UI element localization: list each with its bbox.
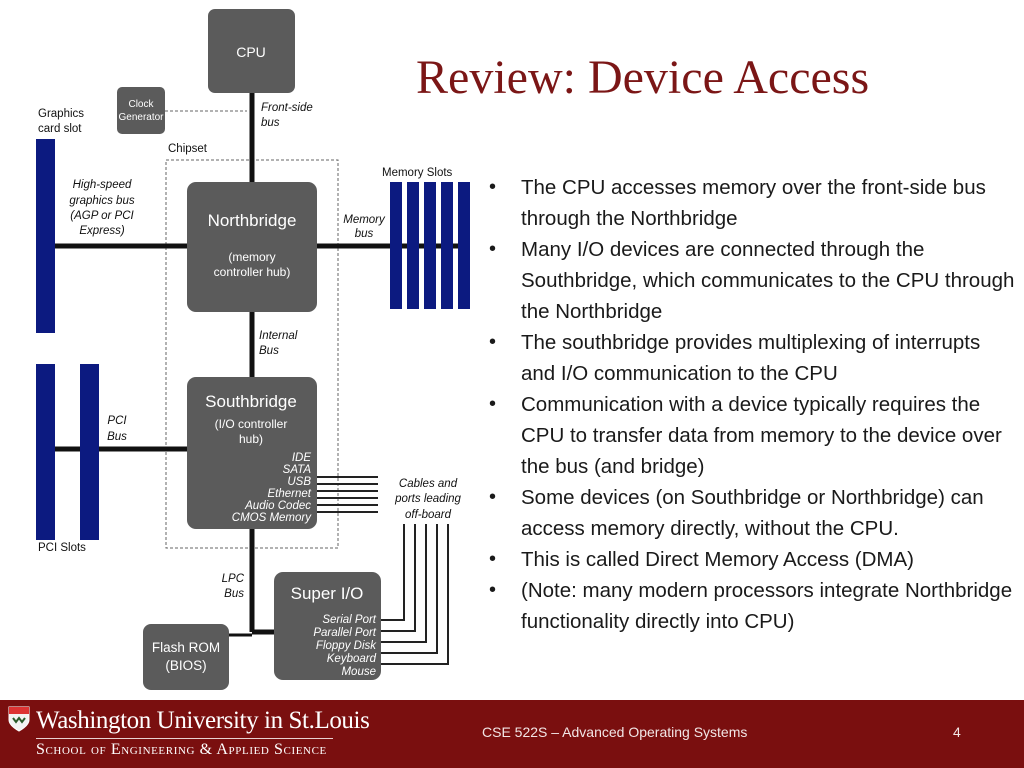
front-side-bus-label: Front-side	[261, 102, 313, 114]
port-label: Floppy Disk	[316, 640, 377, 652]
southbridge-label: Southbridge	[205, 392, 297, 411]
cpu-box	[208, 9, 295, 93]
southbridge-cables	[316, 476, 378, 513]
port-label: Parallel Port	[313, 627, 376, 639]
port-label: Keyboard	[327, 653, 377, 665]
pci-bus-label: Bus	[107, 431, 127, 443]
southbridge-sublabel: (I/O controller	[215, 417, 288, 431]
pci-slot	[80, 364, 99, 540]
memory-bus-label: bus	[355, 228, 374, 240]
internal-bus-label: Bus	[259, 345, 279, 357]
port-label: CMOS Memory	[232, 512, 312, 524]
bullet-item: Communication with a device typically re…	[487, 389, 1017, 482]
flash-rom-label: (BIOS)	[165, 658, 206, 673]
pci-slots-label: PCI Slots	[38, 542, 86, 554]
port-label: Mouse	[341, 666, 376, 678]
northbridge-sublabel: controller hub)	[214, 265, 291, 279]
pci-slot	[36, 364, 55, 540]
port-label: Audio Codec	[244, 500, 311, 512]
port-label: Serial Port	[322, 614, 376, 626]
course-name: CSE 522S – Advanced Operating Systems	[482, 724, 748, 740]
bullet-item: The southbridge provides multiplexing of…	[487, 327, 1017, 389]
northbridge-label: Northbridge	[208, 211, 297, 230]
flash-rom-box	[143, 624, 229, 690]
bullet-item: Some devices (on Southbridge or Northbri…	[487, 482, 1017, 544]
northbridge-sublabel: (memory	[228, 250, 275, 264]
cables-label: Cables and	[399, 478, 458, 490]
cpu-label: CPU	[236, 44, 266, 60]
northbridge-box	[187, 182, 317, 312]
graphics-slot-label: card slot	[38, 123, 82, 135]
graphics-card-slot	[36, 139, 55, 333]
bullet-item: The CPU accesses memory over the front-s…	[487, 172, 1017, 234]
chipset-diagram: CPU Clock Generator Northbridge (memory …	[36, 9, 470, 690]
bullet-list: The CPU accesses memory over the front-s…	[487, 172, 1017, 637]
memory-slots	[390, 182, 470, 309]
port-label: SATA	[283, 464, 312, 476]
memory-slots-label: Memory Slots	[382, 167, 453, 179]
chipset-label: Chipset	[168, 143, 208, 155]
port-label: IDE	[292, 452, 312, 464]
port-label: USB	[287, 476, 311, 488]
southbridge-sublabel: hub)	[239, 432, 263, 446]
graphics-bus-label: graphics bus	[69, 195, 134, 207]
bullet-item: (Note: many modern processors integrate …	[487, 575, 1017, 637]
internal-bus-label: Internal	[259, 330, 298, 342]
lpc-bus-label: Bus	[224, 588, 244, 600]
cables-label: off-board	[405, 509, 452, 521]
memory-bus-label: Memory	[343, 214, 386, 226]
page-number: 4	[953, 724, 961, 740]
pci-bus-label: PCI	[107, 415, 127, 427]
graphics-bus-label: (AGP or PCI	[70, 210, 134, 222]
slide-title: Review: Device Access	[416, 51, 870, 104]
lpc-bus-label: LPC	[222, 573, 245, 585]
southbridge-box	[187, 377, 317, 529]
clock-generator-box	[117, 87, 165, 134]
clock-label: Clock	[128, 99, 154, 110]
clock-label: Generator	[118, 112, 164, 123]
cables-label: ports leading	[394, 493, 461, 505]
graphics-bus-label: Express)	[79, 225, 125, 237]
school-name: School of Engineering & Applied Science	[36, 741, 327, 758]
university-shield-icon	[8, 706, 30, 732]
super-io-box	[274, 572, 381, 680]
university-name: Washington University in St.Louis	[36, 707, 370, 734]
super-io-label: Super I/O	[291, 584, 364, 603]
superio-cables	[378, 524, 449, 665]
front-side-bus-label: bus	[261, 117, 280, 129]
footer-divider	[36, 738, 333, 739]
bullet-item: Many I/O devices are connected through t…	[487, 234, 1017, 327]
bullet-item: This is called Direct Memory Access (DMA…	[487, 544, 1017, 575]
port-label: Ethernet	[268, 488, 312, 500]
graphics-bus-label: High-speed	[73, 179, 132, 191]
graphics-slot-label: Graphics	[38, 108, 84, 120]
footer-bar: Washington University in St.Louis School…	[0, 700, 1024, 768]
flash-rom-label: Flash ROM	[152, 640, 220, 655]
